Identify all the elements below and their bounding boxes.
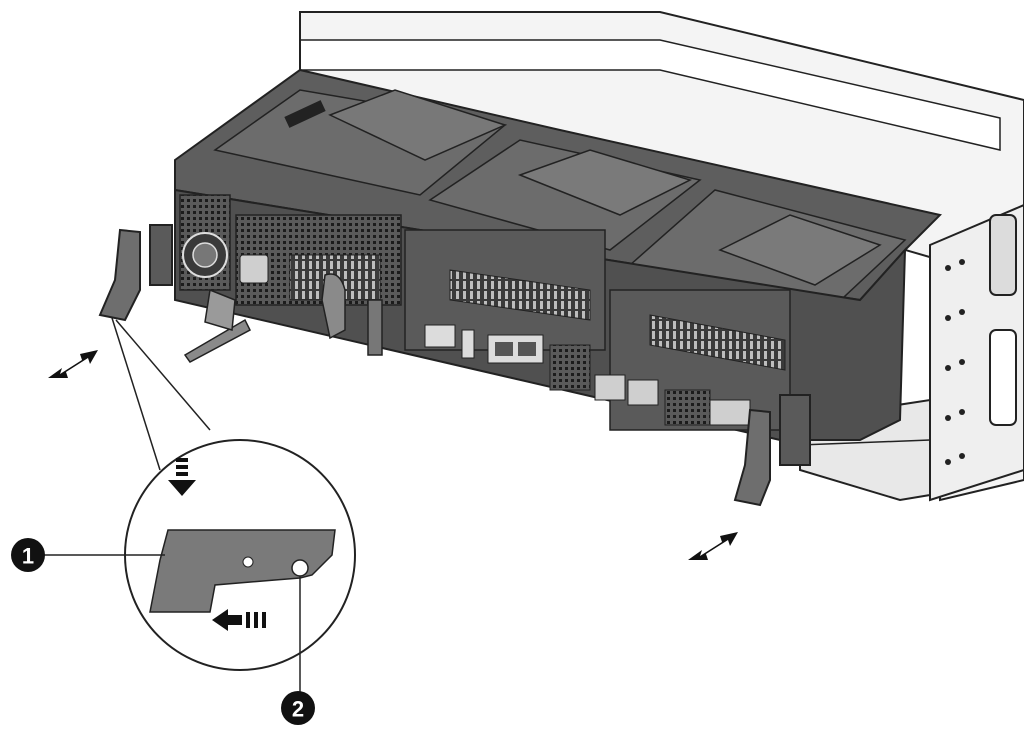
dashed-left-arrow-icon (212, 609, 266, 631)
right-cam-handle (733, 394, 811, 507)
controller-module (174, 68, 942, 441)
latch-detail-magnifier (124, 439, 356, 671)
latch-pin (291, 559, 309, 577)
cam-latch (149, 529, 336, 613)
double-headed-arrow-icon (48, 350, 98, 378)
left-cam-handle (98, 224, 173, 322)
double-headed-arrow-icon (688, 532, 738, 560)
dashed-down-arrow-icon (168, 458, 196, 496)
callout-2: 2 (281, 576, 315, 725)
svg-text:2: 2 (292, 697, 304, 722)
chassis-enclosure (299, 11, 1024, 502)
magnifier-leader-lines (111, 317, 211, 471)
callout-1: 1 (11, 538, 165, 572)
svg-text:1: 1 (22, 544, 34, 569)
